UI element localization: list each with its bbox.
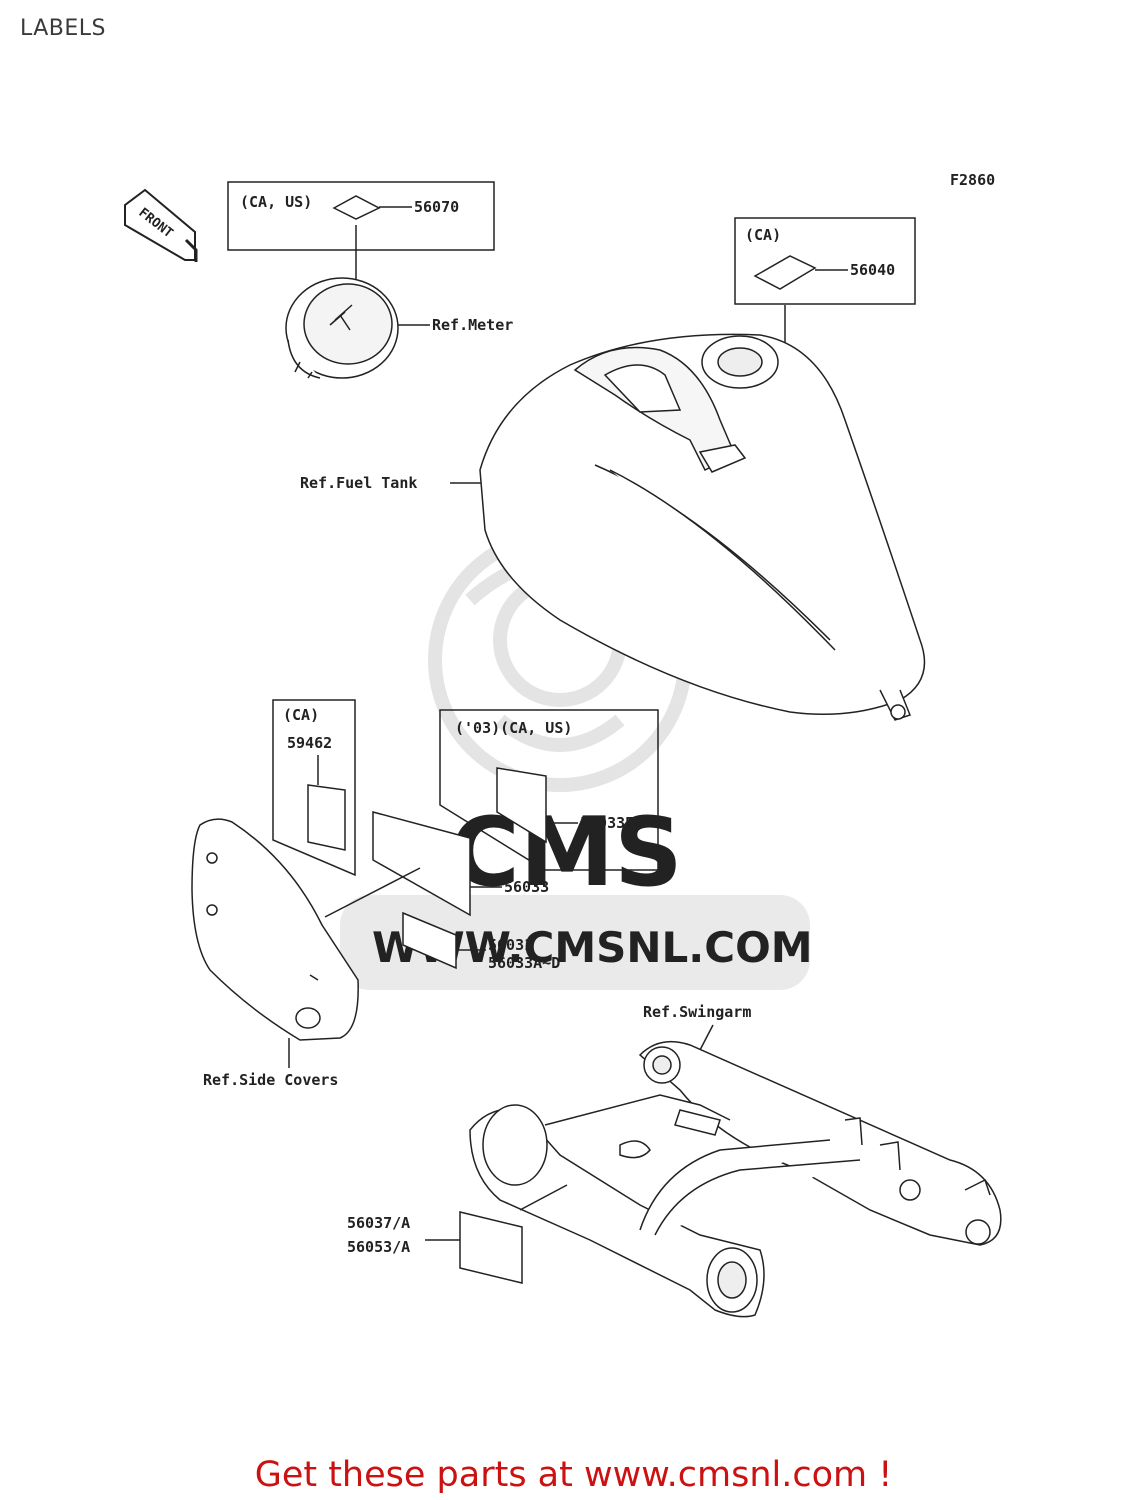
footer-cta: Get these parts at www.cmsnl.com ! — [0, 1455, 1147, 1495]
fuel-tank-drawing — [479, 333, 926, 721]
year-label-part-number: 56033E — [580, 814, 634, 832]
tank-box-region: (CA) — [745, 226, 781, 244]
cover-label-sticker — [372, 811, 471, 917]
watermark-brand: CMS — [450, 798, 683, 908]
meter-box-region: (CA, US) — [240, 193, 312, 211]
swingarm-ref-label: Ref.Swingarm — [643, 1003, 751, 1021]
swingarm-label-sticker — [459, 1211, 523, 1284]
tank-label-sticker — [753, 255, 817, 290]
front-arrow-icon: FRONT — [124, 188, 198, 262]
small-label-sticker — [402, 911, 457, 970]
fuel-tank-ref-label: Ref.Fuel Tank — [300, 474, 417, 492]
side-label-part-number: 59462 — [287, 734, 332, 752]
side-label-box — [272, 699, 356, 877]
meter-drawing — [285, 277, 399, 379]
figure-code: F2860 — [950, 171, 995, 189]
side-label-sticker — [307, 784, 346, 851]
meter-label-box — [227, 181, 495, 251]
footer-cta-link[interactable]: Get these parts at www.cmsnl.com ! — [254, 1455, 893, 1495]
cover-label-part-number: 56033 — [504, 878, 549, 896]
meter-label-part-number: 56070 — [414, 198, 459, 216]
side-covers-ref-label: Ref.Side Covers — [203, 1071, 338, 1089]
side-box-region: (CA) — [283, 706, 319, 724]
parts-diagram: CMS WWW.CMSNL.COM F2860 FRONT (CA, US) 5… — [124, 171, 1002, 1318]
swingarm-drawing — [469, 1040, 1002, 1318]
swingarm-label-part-number-1: 56037/A — [347, 1214, 410, 1232]
meter-label-sticker — [332, 195, 381, 220]
year-label-box — [439, 709, 659, 871]
meter-ref-label: Ref.Meter — [432, 316, 513, 334]
year-label-sticker — [496, 767, 547, 844]
swingarm-label-part-number-2: 56053/A — [347, 1238, 410, 1256]
small-label-part-number-2: 56033A~D — [488, 954, 560, 972]
tank-label-part-number: 56040 — [850, 261, 895, 279]
side-cover-drawing — [191, 818, 359, 1041]
page-title: LABELS — [20, 16, 107, 41]
tank-label-box — [734, 217, 916, 305]
year-box-region: ('03)(CA, US) — [455, 719, 572, 737]
small-label-part-number-1: 56031 — [488, 936, 533, 954]
